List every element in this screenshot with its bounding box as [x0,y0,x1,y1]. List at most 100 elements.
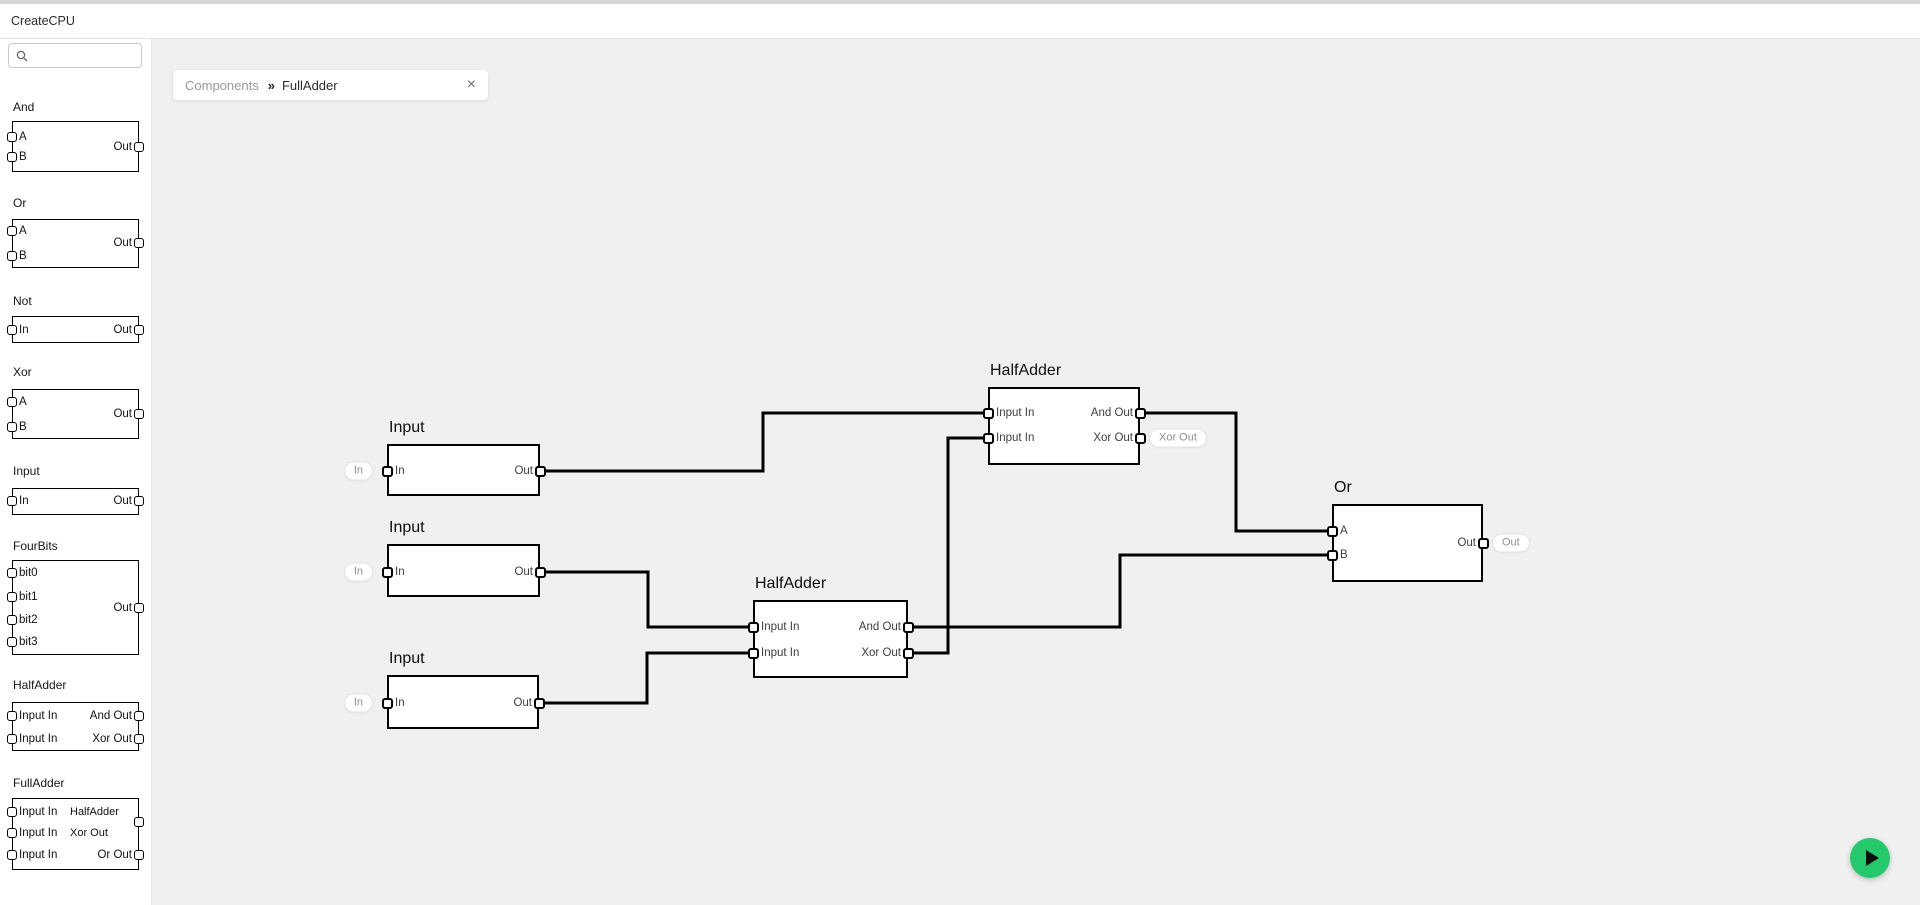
palette-fourbits-pin-in-2[interactable] [7,615,17,625]
top-strip [0,0,1920,4]
ext-pill-in-input-1[interactable]: In [343,461,373,481]
palette-fourbits-pin-in-label: bit0 [19,567,38,579]
palette-label-or: Or [13,196,27,210]
palette-fulladder-pin-in-2[interactable] [7,850,17,860]
palette-label-fulladder: FullAdder [13,776,65,790]
node-input-3[interactable] [387,675,539,729]
palette-item-not[interactable] [12,316,139,343]
palette-and-pin-in-1[interactable] [7,152,17,162]
palette-fulladder-pin-out-0[interactable] [134,817,144,827]
palette-or-pin-in-0[interactable] [7,226,17,236]
node-input-3-pin-in-0[interactable] [381,697,393,709]
palette-label-fourbits: FourBits [13,539,58,553]
palette-not-pin-out-0[interactable] [134,325,144,335]
tab-close-icon[interactable]: × [466,76,476,93]
ext-pill-in-input-3[interactable]: In [343,693,373,713]
palette-not-pin-in-0[interactable] [7,325,17,335]
palette-and-pin-out-label: Out [113,141,132,153]
node-title-input-1: Input [389,419,425,436]
palette-fourbits-pin-in-0[interactable] [7,568,17,578]
palette-label-input: Input [13,464,40,478]
app-title: CreateCPU [11,14,75,28]
palette-fulladder-pin-in-label: Input In [19,806,58,818]
node-title-or-1: Or [1334,479,1352,496]
palette-label-xor: Xor [13,365,32,379]
node-input-2-pin-label: In [395,566,405,578]
node-title-halfadder-1: HalfAdder [990,362,1062,379]
palette-halfadder-pin-out-0[interactable] [134,711,144,721]
node-or-1-pin-out-0[interactable] [1477,537,1489,549]
palette-item-and[interactable] [12,121,139,172]
node-title-input-2: Input [389,519,425,536]
palette-or-pin-in-label: B [19,250,27,262]
search-box[interactable] [8,43,142,68]
search-input[interactable] [33,48,133,63]
palette-or-pin-out-0[interactable] [134,238,144,248]
node-halfadder-1-pin-label: Input In [996,432,1035,444]
node-input-1-pin-in-0[interactable] [381,465,393,477]
run-button[interactable] [1850,838,1890,878]
palette-fourbits-pin-out-0[interactable] [134,603,144,613]
palette-halfadder-pin-in-label: Input In [19,710,58,722]
palette-or-pin-in-1[interactable] [7,251,17,261]
node-input-2[interactable] [387,544,540,597]
palette-fulladder-pin-in-1[interactable] [7,828,17,838]
palette-item-fulladder[interactable] [12,798,139,870]
node-halfadder-2-pin-label: And Out [858,621,901,633]
palette-fourbits-pin-in-3[interactable] [7,637,17,647]
palette-not-pin-out-label: Out [113,324,132,336]
palette-fourbits-pin-in-1[interactable] [7,592,17,602]
component-sidebar [0,39,152,905]
palette-or-pin-in-label: A [19,225,27,237]
palette-item-xor[interactable] [12,389,139,439]
node-halfadder-1-pin-label: And Out [1090,407,1133,419]
palette-input-pin-out-0[interactable] [134,496,144,506]
node-halfadder-1[interactable] [988,387,1140,465]
node-halfadder-2-pin-label: Input In [761,621,800,633]
node-halfadder-1-pin-label: Xor Out [1093,432,1133,444]
palette-and-pin-in-label: B [19,151,27,163]
play-icon [1866,850,1879,866]
node-input-1-pin-label: Out [514,465,533,477]
tab-fulladder[interactable]: Components » FullAdder × [173,70,488,100]
palette-input-pin-in-0[interactable] [7,496,17,506]
node-title-halfadder-2: HalfAdder [755,575,827,592]
node-input-2-pin-in-0[interactable] [381,566,393,578]
palette-fourbits-pin-in-label: bit1 [19,591,38,603]
breadcrumb-active-fulladder: FullAdder [281,77,338,93]
palette-and-pin-in-label: A [19,131,27,143]
palette-item-halfadder[interactable] [12,702,139,751]
node-or-1[interactable] [1332,504,1483,582]
node-halfadder-2-pin-label: Xor Out [861,647,901,659]
palette-item-input[interactable] [12,488,139,515]
palette-xor-pin-in-0[interactable] [7,397,17,407]
palette-or-pin-out-label: Out [113,237,132,249]
ext-pill-in-input-2[interactable]: In [343,562,373,582]
palette-item-fourbits[interactable] [12,560,139,655]
palette-fulladder-pin-in-label: Input In [19,849,58,861]
palette-label-and: And [13,100,35,114]
node-halfadder-1-pin-label: Input In [996,407,1035,419]
palette-halfadder-pin-out-1[interactable] [134,734,144,744]
node-or-1-pin-label: A [1340,525,1348,537]
palette-fulladder-pin-in-label: Input In [19,827,58,839]
node-halfadder-2[interactable] [753,600,908,678]
palette-xor-pin-in-1[interactable] [7,422,17,432]
breadcrumb-components[interactable]: Components [185,77,259,93]
palette-and-pin-out-0[interactable] [134,142,144,152]
palette-fulladder-pin-out-1[interactable] [134,850,144,860]
palette-halfadder-pin-in-0[interactable] [7,711,17,721]
palette-xor-pin-out-0[interactable] [134,409,144,419]
palette-and-pin-in-0[interactable] [7,132,17,142]
palette-xor-pin-in-label: B [19,421,27,433]
palette-fourbits-pin-in-label: bit3 [19,636,38,648]
palette-halfadder-pin-out-label: Xor Out [92,733,132,745]
app-header: CreateCPU [0,4,1920,39]
palette-label-not: Not [13,294,32,308]
palette-fulladder-pin-in-0[interactable] [7,807,17,817]
palette-halfadder-pin-in-1[interactable] [7,734,17,744]
ext-pill-out-or-1: Out [1492,533,1530,553]
palette-item-or[interactable] [12,219,139,268]
